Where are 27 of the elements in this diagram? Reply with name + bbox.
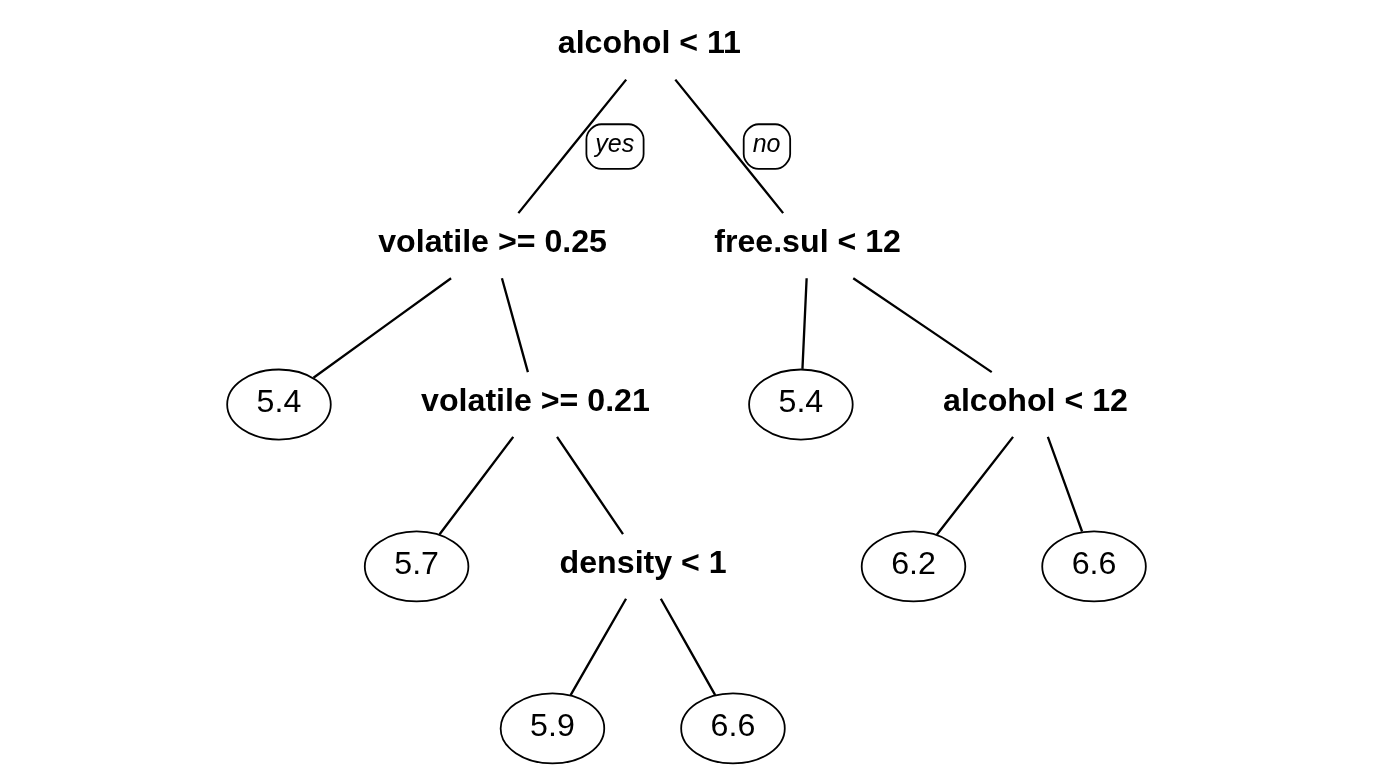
node-text: alcohol < 12 [943, 381, 1128, 418]
node-text: density < 1 [559, 543, 727, 580]
node-ellipse: 5.4 [226, 368, 332, 441]
connector [438, 436, 515, 535]
node-ellipse: 5.4 [748, 368, 854, 441]
connector [935, 436, 1014, 536]
connector [312, 277, 452, 379]
node-text: alcohol < 11 [557, 24, 742, 61]
node-text: volatile >= 0.21 [421, 381, 650, 418]
node-ellipse: 5.7 [363, 530, 470, 603]
connector [852, 277, 993, 374]
edge-label: no [752, 129, 781, 158]
node-ellipse: 5.9 [499, 692, 606, 765]
node-ellipse: 6.2 [860, 530, 967, 603]
node-text: volatile >= 0.25 [378, 222, 607, 259]
node-text: free.sul < 12 [714, 222, 902, 259]
connector [674, 78, 785, 214]
connector [801, 278, 808, 369]
node-ellipse: 6.6 [1041, 530, 1147, 603]
connector [517, 78, 628, 214]
edge-label: yes [595, 129, 635, 158]
node-ellipse: 6.6 [680, 692, 786, 765]
connector [1046, 436, 1084, 532]
connector [556, 436, 624, 535]
connector [500, 277, 529, 373]
connector [569, 598, 628, 696]
connector [659, 598, 717, 696]
